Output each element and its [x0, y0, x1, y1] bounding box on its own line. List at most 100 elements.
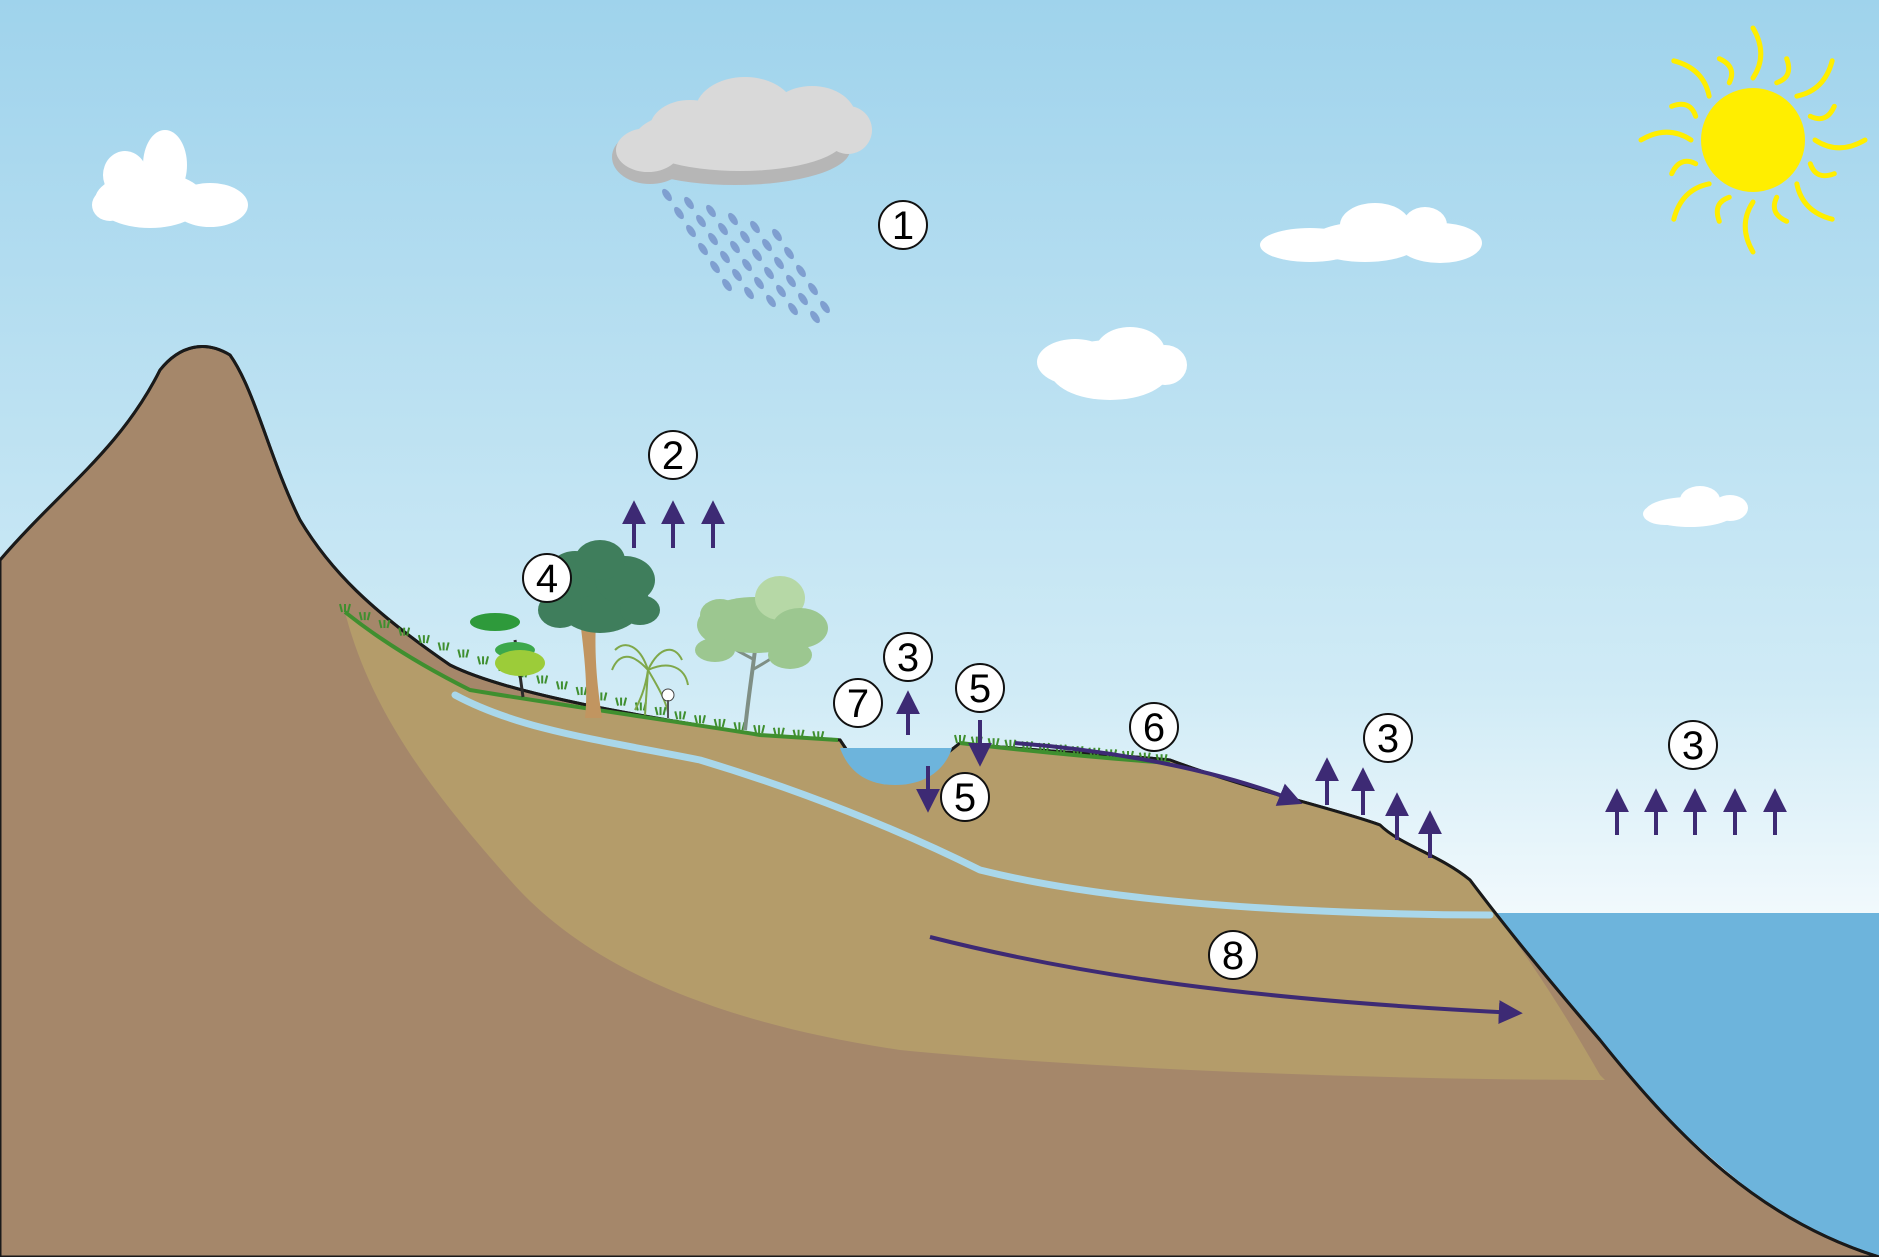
label-8: 8 [1208, 930, 1258, 980]
grass-blade [378, 619, 383, 629]
rain-drop [762, 238, 772, 252]
cloud-small-right [1643, 486, 1748, 527]
rain-drop [698, 242, 708, 256]
svg-text:3: 3 [1682, 724, 1704, 768]
arrow-groundwater-flow [929, 935, 1523, 1025]
grass-blade [555, 681, 560, 690]
grass-blade [425, 634, 430, 644]
lake [840, 748, 952, 785]
tree-light-green-icon [695, 576, 828, 731]
grass-blade [780, 727, 785, 736]
label-3-lake: 3 [883, 632, 933, 682]
grass-blade [366, 611, 371, 621]
grass-blade [662, 706, 667, 716]
soil-layer [345, 612, 1605, 1080]
label-3-coast: 3 [1363, 713, 1413, 763]
grass-blade [358, 611, 363, 621]
sun-ray [1807, 103, 1837, 122]
grass-blade [437, 642, 442, 651]
label-7: 7 [833, 678, 883, 728]
label-6: 6 [1129, 702, 1179, 752]
rain-drop [674, 206, 684, 220]
rain-drop [808, 282, 818, 296]
grass-blade [477, 656, 482, 665]
sun-ray [1671, 58, 1712, 99]
rain-drop [718, 222, 728, 236]
label-5-lake: 5 [940, 772, 990, 822]
grass-blade [485, 656, 490, 665]
sun-ray [1669, 158, 1699, 177]
grass-blade [954, 734, 958, 744]
grass-blade [575, 686, 580, 696]
rain-drop [684, 196, 694, 210]
cloud-middle [1037, 327, 1187, 400]
grass-blade [347, 603, 351, 613]
svg-text:1: 1 [892, 204, 914, 248]
grass-blade [465, 649, 470, 658]
sun-ray [1716, 56, 1735, 86]
grass-blade [386, 619, 391, 629]
grass-blade [615, 697, 620, 706]
label-2: 2 [648, 430, 698, 480]
rain-drop [708, 232, 718, 246]
grass-blade [623, 697, 628, 706]
rain-cloud-icon [612, 77, 872, 324]
rain-drop [764, 266, 774, 280]
sun-ray [1742, 199, 1756, 255]
rain-drop [752, 248, 762, 262]
rain-drop [788, 302, 798, 316]
rain-drop [744, 286, 754, 300]
rain-drop [740, 230, 750, 244]
rain-drop [786, 274, 796, 288]
rain-drop [696, 214, 706, 228]
rain-drop [720, 250, 730, 264]
grass-blade [800, 729, 805, 738]
grass-blade [682, 711, 687, 720]
grass-blade [772, 727, 777, 736]
svg-text:4: 4 [536, 557, 558, 601]
grass-blade [536, 675, 541, 684]
rain-drop [766, 294, 776, 308]
grass-blade [654, 706, 659, 716]
tree-small-left-icon [470, 613, 545, 698]
rain-drop [774, 256, 784, 270]
grass-blade [339, 603, 343, 613]
sun-ray [1774, 56, 1792, 86]
grass-blade [701, 715, 706, 724]
grass-blade [820, 731, 825, 740]
rain-drop [742, 258, 752, 272]
svg-text:8: 8 [1222, 934, 1244, 978]
grass-blade [733, 722, 738, 731]
rain-drop [750, 220, 760, 234]
grass-blade [457, 649, 462, 658]
sun-ray [1812, 137, 1868, 151]
sun-ray [1669, 101, 1699, 119]
grass-blade [674, 711, 679, 720]
grass-blade [713, 718, 718, 728]
rain-drop [754, 276, 764, 290]
grass-blade [398, 627, 403, 636]
rain-drop [796, 264, 806, 278]
grass-blade [693, 715, 698, 724]
svg-text:3: 3 [1377, 717, 1399, 761]
sun-ray [1750, 25, 1764, 81]
rain-drop [776, 284, 786, 298]
label-4: 4 [522, 553, 572, 603]
grass-blade [792, 729, 797, 738]
sun-ray [1638, 129, 1694, 143]
rain-drop [722, 278, 732, 292]
grass-blade [1004, 739, 1009, 749]
sun-ray [1794, 58, 1835, 99]
svg-text:7: 7 [847, 682, 869, 726]
grass-blade [445, 642, 450, 651]
arrows [622, 500, 1787, 1025]
rain-drop [784, 246, 794, 260]
grass-blade [417, 634, 422, 644]
label-5-surface: 5 [955, 663, 1005, 713]
bush-flower-icon [661, 688, 675, 718]
svg-text:5: 5 [954, 776, 976, 820]
grass-blade [603, 692, 608, 701]
cloud-right-upper [1260, 203, 1482, 263]
svg-text:5: 5 [969, 667, 991, 711]
